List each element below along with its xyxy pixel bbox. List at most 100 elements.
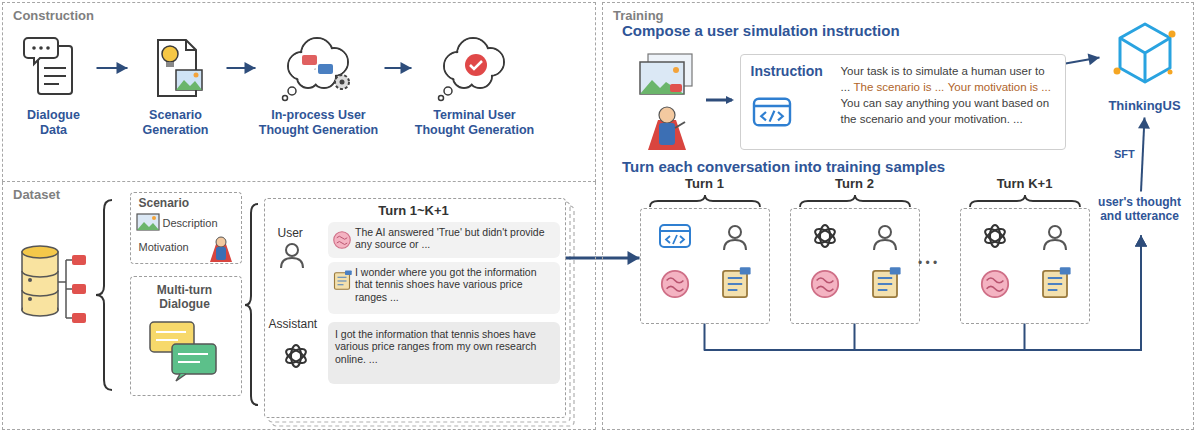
bubble-fills [328, 222, 560, 258]
section-panel: ConstructionDialogue DataScenario Genera… [2, 2, 596, 182]
scenario-icon-group [640, 62, 684, 94]
thought-cloud-icon [283, 38, 350, 101]
text-slot: Construction [13, 8, 94, 24]
subsection-title: Turn each conversation into training sam… [622, 158, 945, 176]
dialogue-icon [172, 344, 216, 374]
scenario-icons [137, 214, 159, 230]
sample-icons [1043, 267, 1071, 297]
dialogue-icon [156, 332, 186, 340]
terminal-thought-icon [439, 38, 505, 101]
text-slot: Terminal User Thought Generation [412, 108, 538, 138]
turn-label: Turn 2 [835, 176, 874, 192]
database-icon [22, 246, 86, 323]
model-cube-icon [1120, 24, 1170, 82]
ellipsis-mark: • • • [918, 256, 937, 270]
turn-brackets [970, 195, 1080, 207]
text-slot: Turn 1~K+1 [265, 203, 563, 219]
terminal-thought-icon [465, 54, 487, 76]
scenario-generation-icon [176, 80, 202, 90]
thought-cloud-icon [335, 75, 349, 89]
dialogue-data-icon [39, 46, 43, 50]
scenario-icons [216, 247, 226, 260]
arrow-head [1088, 54, 1100, 66]
text-slot: I got the information that tennis shoes … [335, 328, 551, 366]
box-heading: Multi-turn Dialogue [131, 283, 239, 312]
turn-brackets [650, 195, 760, 207]
connector [855, 236, 1148, 351]
sample-icons [982, 271, 1008, 297]
box-heading: Instruction [751, 63, 823, 80]
bubble-fills [328, 262, 560, 314]
turn-icons [281, 244, 303, 268]
turn-sample: Turn K+1 [960, 176, 1090, 324]
scenario-icon-group [640, 80, 684, 94]
text-slot: SFT [1112, 148, 1137, 161]
scenario-icon-group [659, 107, 675, 123]
text-slot: Motivation [139, 241, 189, 254]
stacked-turn-frames [264, 198, 566, 418]
text-slot: Turn 2 [790, 176, 920, 192]
scenario-generation-icon [194, 73, 199, 78]
text-slot: Training [613, 8, 664, 24]
instruction-text: You can say anything you want based on t… [841, 97, 1050, 125]
role-label: User [278, 226, 303, 240]
instruction-text: The scenario is ... [854, 81, 945, 93]
scenario-icon-group [675, 122, 685, 128]
scenario-icon-group [670, 84, 682, 92]
output-node: user's thought and utterance [1088, 192, 1195, 236]
dialogue-data-icon [46, 46, 50, 50]
assistant-bubble: I got the information that tennis shoes … [327, 322, 559, 384]
arrow-head [1135, 236, 1147, 247]
bracket [96, 200, 112, 390]
connector [385, 62, 412, 74]
text-slot: User [278, 226, 303, 240]
model-cube-icon [1120, 38, 1170, 82]
connector [1025, 236, 1148, 351]
database-icon [72, 313, 86, 323]
sample-icons [1044, 226, 1066, 250]
sample-icons [660, 225, 690, 247]
process-step: Dialogue Data [14, 28, 97, 140]
database-icon [28, 297, 32, 301]
database-icon [72, 284, 86, 294]
database-icon [72, 255, 86, 265]
section-heading: Dataset [13, 187, 60, 203]
database-icon [22, 246, 58, 258]
stacked-turn-frames [264, 198, 574, 426]
scenario-icons [137, 214, 232, 262]
sample-icons [812, 271, 838, 297]
scenario-generation-icon [162, 46, 178, 62]
utterance-bubble: I wonder where you got the information t… [327, 262, 559, 314]
scenario-icon-group [640, 54, 692, 150]
thought-cloud-icon [288, 38, 348, 88]
dialogue-data-icon [24, 38, 72, 94]
sample-icons [660, 225, 1071, 297]
text-slot: Turn each conversation into training sam… [622, 158, 945, 176]
connector [1066, 54, 1100, 66]
item-label: Description [163, 217, 218, 230]
terminal-thought-icon [444, 87, 452, 95]
sample-frame [960, 208, 1090, 324]
turn-sample: Turn 1 [640, 176, 770, 324]
dialogue-data-icon [24, 38, 58, 64]
connector-line [1141, 118, 1145, 192]
arrow-head [117, 62, 128, 74]
step-label: In-process User Thought Generation [256, 108, 382, 138]
text-slot: Turn K+1 [960, 176, 1090, 192]
sample-icons [874, 226, 896, 250]
dialogue-icon [178, 354, 208, 362]
scenario-generation-icon [186, 40, 196, 50]
arrow-head [1138, 118, 1150, 129]
scenario-icon-group [673, 67, 679, 73]
database-icon [22, 252, 58, 310]
connector-line [705, 236, 1142, 351]
thought-cloud-icon [302, 55, 317, 65]
text-slot: user's thought and utterance [1088, 195, 1192, 224]
dialogue-icon [150, 322, 216, 381]
thought-cloud-icon [298, 67, 318, 87]
bracket [96, 200, 258, 405]
sample-icons [724, 226, 746, 250]
terminal-thought-icon [470, 61, 482, 69]
